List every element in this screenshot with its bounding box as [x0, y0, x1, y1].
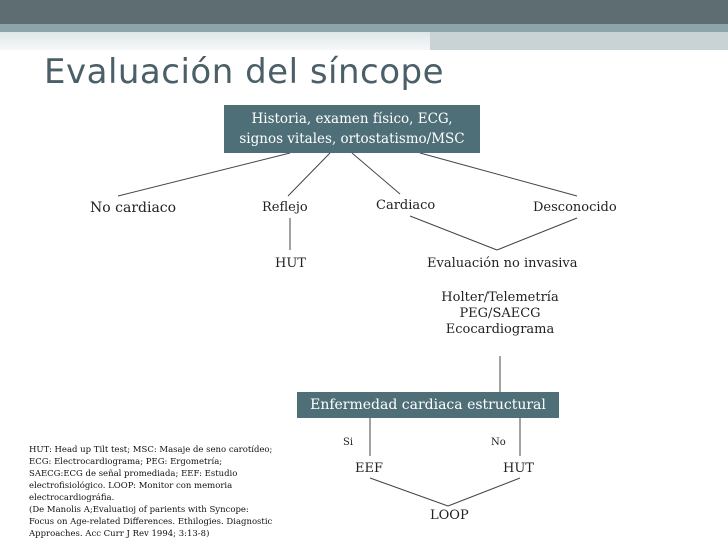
slide-title: Evaluación del síncope — [44, 52, 445, 92]
node-loop: LOOP — [430, 508, 469, 523]
edge-root-cardiaco — [351, 152, 401, 195]
yes-label: Si — [343, 437, 354, 448]
root-box: Historia, examen físico, ECG, signos vit… — [224, 105, 480, 153]
header-band-dark — [0, 0, 728, 24]
footnote-line: Approaches. Acc Curr J Rev 1994; 3:13-8) — [29, 529, 210, 539]
node-cardiac: Cardiaco — [376, 198, 436, 213]
node-reflex: Reflejo — [262, 200, 308, 215]
edge-hut-loop — [447, 477, 521, 507]
footnote-line: SAECG:ECG de señal promediada; EEF: Estu… — [29, 469, 238, 479]
header-band-mid — [0, 24, 728, 32]
footnote-line: HUT: Head up Tilt test; MSC: Masaje de s… — [29, 445, 273, 455]
footnote-line: ECG: Electrocardiograma; PEG: Ergometría… — [29, 457, 223, 467]
footnote-line: electrofisiológico. LOOP: Monitor con me… — [29, 481, 233, 491]
edge-desconocido-eval — [496, 217, 578, 251]
node-noninvasive: Evaluación no invasiva — [427, 256, 578, 271]
edge-root-desconocido — [419, 152, 578, 197]
edge-root-nocardiac — [117, 152, 291, 197]
footnote-line: electrocardiográfia. — [29, 493, 115, 503]
test-peg: PEG/SAECG — [459, 306, 541, 321]
footnote-line: (De Manolis A;Evaluatioj of parients wit… — [29, 505, 249, 515]
edge-cardiaco-eval — [409, 215, 498, 251]
root-box-line2: signos vitales, ortostatismo/MSC — [239, 131, 465, 147]
footnotes: HUT: Head up Tilt test; MSC: Masaje de s… — [29, 444, 273, 540]
edge-root-reflejo — [287, 152, 331, 197]
no-label: No — [491, 437, 506, 448]
test-echo: Ecocardiograma — [445, 322, 555, 337]
node-unknown: Desconocido — [533, 200, 617, 215]
footnote-line: Focus on Age-related Differences. Ethilo… — [29, 517, 273, 527]
header-tab-accent — [430, 32, 728, 50]
test-holter: Holter/Telemetría — [441, 290, 559, 305]
node-no-cardiac: No cardiaco — [90, 200, 177, 216]
edge-eef-loop — [369, 477, 449, 507]
node-eef: EEF — [355, 461, 383, 476]
node-tests: Holter/Telemetría PEG/SAECG Ecocardiogra… — [420, 290, 580, 338]
root-box-line1: Historia, examen físico, ECG, — [251, 111, 453, 127]
node-reflex-hut: HUT — [275, 256, 306, 271]
structural-disease-box: Enfermedad cardiaca estructural — [297, 392, 559, 418]
node-hut-structural: HUT — [503, 461, 534, 476]
